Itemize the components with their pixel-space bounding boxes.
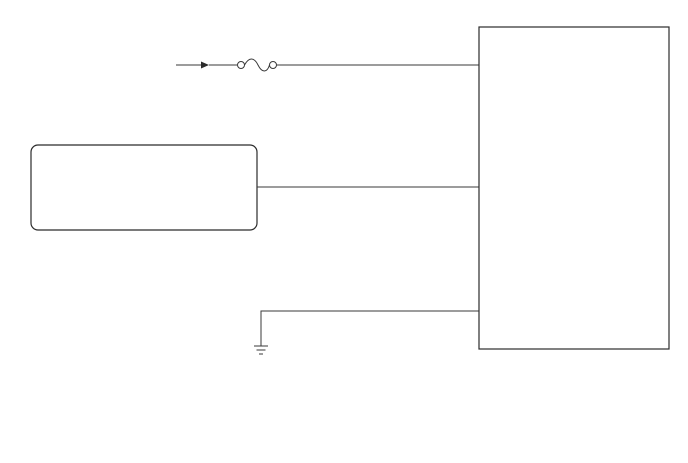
sensor-unit-box bbox=[30, 144, 258, 231]
power-input-arrow-icon bbox=[176, 61, 209, 69]
ground-icon bbox=[254, 345, 268, 355]
ground-wire bbox=[260, 310, 479, 346]
fuse-icon bbox=[237, 58, 277, 72]
control-module-box bbox=[478, 26, 670, 350]
